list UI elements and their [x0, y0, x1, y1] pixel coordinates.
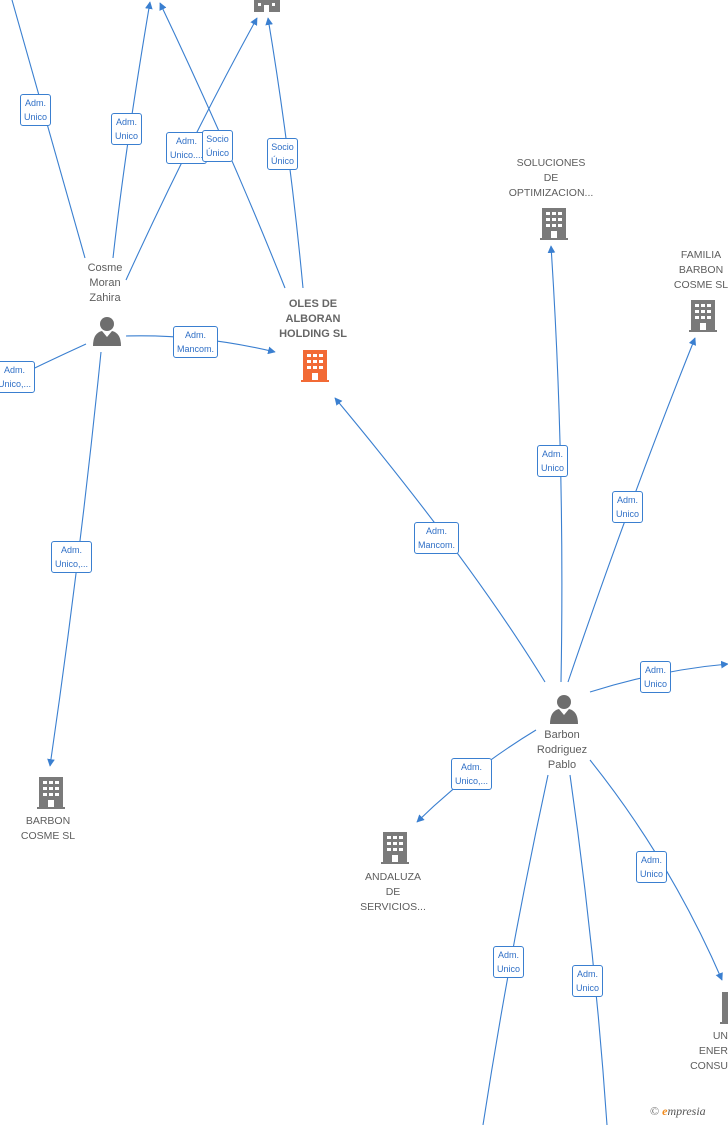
edge-label[interactable]: Adm.Unico: [493, 946, 525, 978]
edge-label[interactable]: Adm.Unico,...: [0, 361, 36, 393]
edge-label[interactable]: Adm.Unico: [612, 491, 644, 523]
person-icon[interactable]: [550, 695, 578, 724]
node-label-barbon-rodriguez-pablo[interactable]: Barbon Rodriguez Pablo: [536, 729, 588, 771]
company-building-icon[interactable]: [540, 208, 568, 240]
node-label-barbon-cosme[interactable]: BARBON COSME SL: [20, 815, 76, 842]
node-label-soluciones[interactable]: SOLUCIONES DE OPTIMIZACION...: [508, 157, 594, 199]
company-building-icon[interactable]: [720, 992, 728, 1024]
edge-label[interactable]: Adm.Unico: [537, 445, 569, 477]
edge-line: [11, 0, 86, 259]
node-label-cosme-moran-zahira[interactable]: Cosme Moran Zahira: [87, 262, 123, 304]
edge-label[interactable]: Adm.Unico: [640, 661, 672, 693]
node-label-union-energ[interactable]: UN ENER CONSU: [690, 1030, 728, 1072]
copyright-symbol: ©: [650, 1104, 660, 1118]
edge-label[interactable]: Adm.Unico....: [166, 132, 208, 164]
company-building-icon[interactable]: [381, 832, 409, 864]
company-building-icon[interactable]: [37, 777, 65, 809]
edge-label[interactable]: Adm.Unico: [572, 965, 604, 997]
node-label-andaluza[interactable]: ANDALUZA DE SERVICIOS...: [360, 871, 426, 913]
edge-label[interactable]: Adm.Mancom.: [173, 326, 219, 358]
main-company-building-icon[interactable]: [301, 350, 329, 382]
edge-label[interactable]: Adm.Unico: [20, 94, 52, 126]
edge-label[interactable]: Adm.Mancom.: [414, 522, 460, 554]
brand-logo: empresia: [662, 1104, 706, 1118]
company-building-icon[interactable]: [254, 0, 280, 12]
edge-label[interactable]: Adm.Unico,...: [51, 541, 93, 573]
edge-label[interactable]: Adm.Unico: [636, 851, 668, 883]
node-label-familia-barbon[interactable]: FAMILIA BARBON COSME SL: [673, 249, 728, 291]
edge-label[interactable]: Adm.Unico: [111, 113, 143, 145]
company-building-icon[interactable]: [689, 300, 717, 332]
edge-line: [569, 774, 608, 1125]
edge-label[interactable]: Adm.Unico,...: [451, 758, 493, 790]
node-label-oles-de-alboran[interactable]: OLES DE ALBORAN HOLDING SL: [279, 298, 347, 340]
empresia-watermark: © empresia: [650, 1104, 706, 1119]
person-icon[interactable]: [93, 317, 121, 346]
